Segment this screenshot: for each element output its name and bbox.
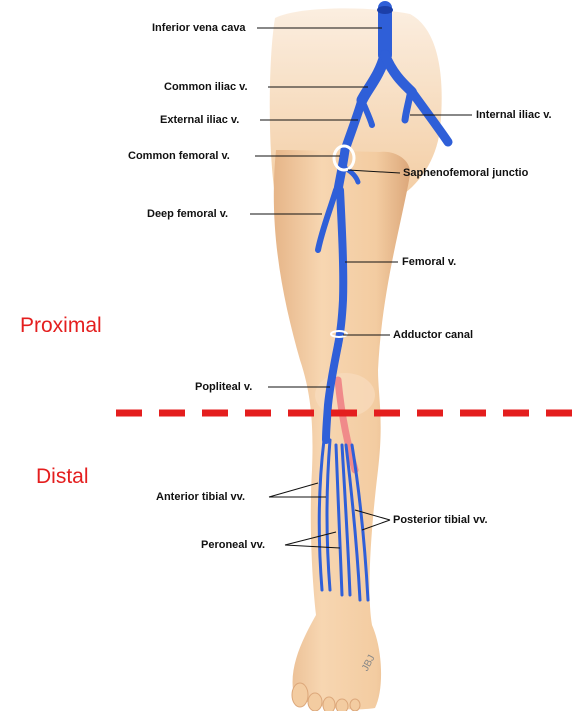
- label-inferior-vena-cava: Inferior vena cava: [152, 22, 246, 35]
- label-anterior-tibial: Anterior tibial vv.: [156, 491, 245, 504]
- label-common-iliac: Common iliac v.: [164, 81, 248, 94]
- label-popliteal: Popliteal v.: [195, 381, 252, 394]
- region-label-distal: Distal: [36, 465, 89, 489]
- label-peroneal: Peroneal vv.: [201, 539, 265, 552]
- label-posterior-tibial: Posterior tibial vv.: [393, 514, 488, 527]
- label-external-iliac: External iliac v.: [160, 114, 239, 127]
- label-adductor-canal: Adductor canal: [393, 329, 473, 342]
- label-deep-femoral: Deep femoral v.: [147, 208, 228, 221]
- label-common-femoral: Common femoral v.: [128, 150, 230, 163]
- label-femoral: Femoral v.: [402, 256, 456, 269]
- label-saphenofemoral-junction: Saphenofemoral junctio: [403, 167, 528, 180]
- region-label-proximal: Proximal: [20, 314, 102, 338]
- label-internal-iliac: Internal iliac v.: [476, 109, 552, 122]
